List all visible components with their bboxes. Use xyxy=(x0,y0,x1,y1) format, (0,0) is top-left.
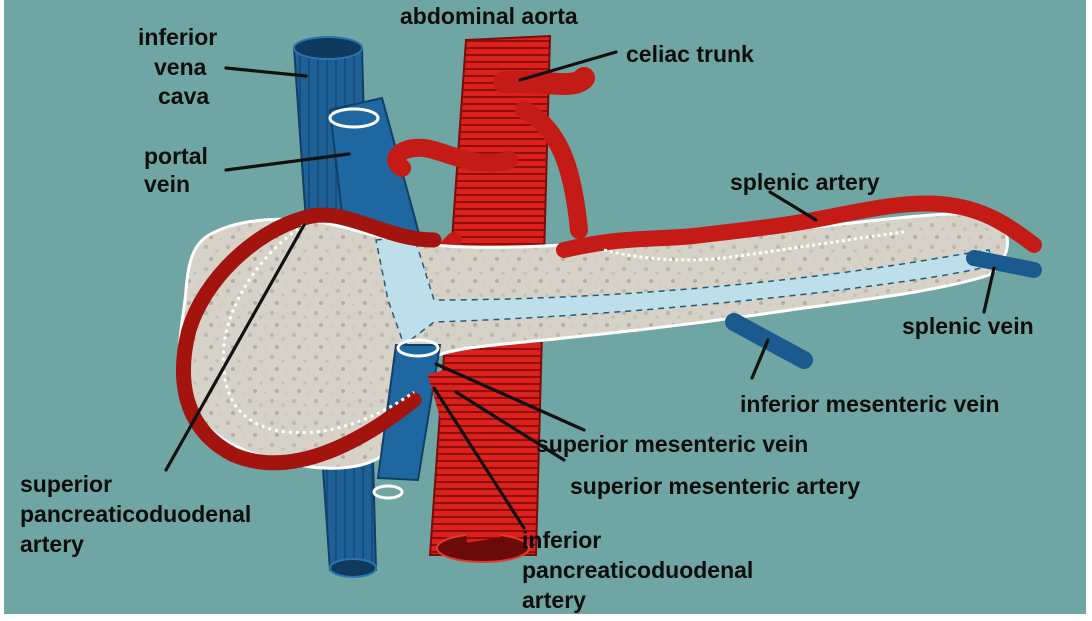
label-smv: superior mesenteric vein xyxy=(536,431,808,457)
label-splenic-vein: splenic vein xyxy=(902,313,1034,339)
label-ipda-line1: inferior xyxy=(522,527,601,553)
diagram-canvas: abdominal aorta celiac trunk inferior ve… xyxy=(4,0,1086,614)
label-imv: inferior mesenteric vein xyxy=(740,391,1000,417)
label-ivc-line2: vena xyxy=(154,54,207,80)
label-ivc-line3: cava xyxy=(158,83,209,109)
label-portal-line1: portal xyxy=(144,143,208,169)
label-spda-line3: artery xyxy=(20,531,84,557)
label-celiac-trunk: celiac trunk xyxy=(626,41,754,67)
label-abdominal-aorta: abdominal aorta xyxy=(400,3,578,29)
label-sma: superior mesenteric artery xyxy=(570,473,860,499)
label-splenic-artery: splenic artery xyxy=(730,169,880,195)
ivc-leader xyxy=(226,68,306,76)
label-ivc-line1: inferior xyxy=(138,24,217,50)
anatomy-diagram: abdominal aorta celiac trunk inferior ve… xyxy=(4,0,1086,614)
label-spda-line2: pancreaticoduodenal xyxy=(20,501,251,527)
ivc-opening xyxy=(374,486,402,498)
label-portal-line2: vein xyxy=(144,171,190,197)
label-spda-line1: superior xyxy=(20,471,112,497)
label-ipda-line3: artery xyxy=(522,587,586,613)
label-ipda-line2: pancreaticoduodenal xyxy=(522,557,753,583)
